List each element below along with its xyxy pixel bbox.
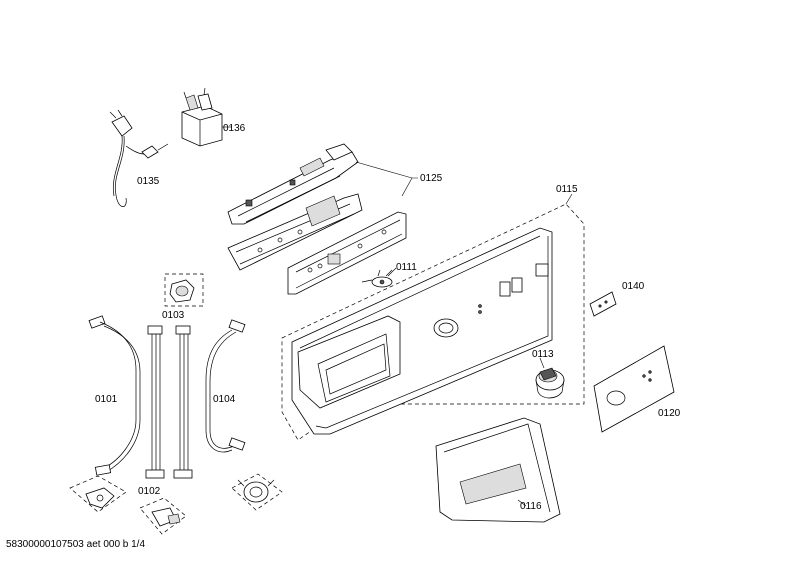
label-0111: 0111 [396,262,417,273]
group-0115-boundary [281,203,585,441]
leader-0115 [565,193,573,205]
label-0116: 0116 [520,501,542,512]
part-0120-foil[interactable] [593,345,675,433]
part-0104-harness[interactable] [205,319,246,453]
part-0111-shaft[interactable] [361,269,393,288]
part-0125-module-lower[interactable] [227,193,363,271]
part-0113-knob[interactable] [535,367,565,399]
document-footer: 58300000107503 aet 000 b 1/4 [6,539,146,550]
leader-0113 [539,357,545,369]
label-0136: 0136 [223,123,246,134]
label-0115: 0115 [556,184,578,195]
label-0120: 0120 [658,408,681,419]
label-0113: 0113 [532,349,554,360]
label-0140: 0140 [622,281,645,292]
part-valve-left[interactable] [69,475,127,513]
label-0135: 0135 [137,176,160,187]
part-0125-board[interactable] [287,211,407,295]
part-pump-right[interactable] [231,473,283,511]
part-0140-plate[interactable] [589,291,617,317]
leader-0111 [387,267,397,277]
part-0136-filter[interactable] [181,87,223,147]
part-0135-power-cord[interactable] [109,109,169,207]
part-0125-module-upper[interactable] [227,143,359,225]
leader-0125 [355,161,418,197]
label-0103: 0103 [162,310,185,321]
label-0101: 0101 [95,394,118,405]
part-0115-control-panel[interactable] [291,227,553,435]
part-0103-connector[interactable] [169,279,195,303]
label-0104: 0104 [213,394,236,405]
part-sensor-center[interactable] [139,497,187,535]
part-0102-harness[interactable] [145,325,193,479]
label-0102: 0102 [138,486,161,497]
leader-0116 [517,499,527,507]
part-0101-harness[interactable] [88,315,141,476]
part-0116-drawer[interactable] [435,417,561,523]
label-0125: 0125 [420,173,443,184]
